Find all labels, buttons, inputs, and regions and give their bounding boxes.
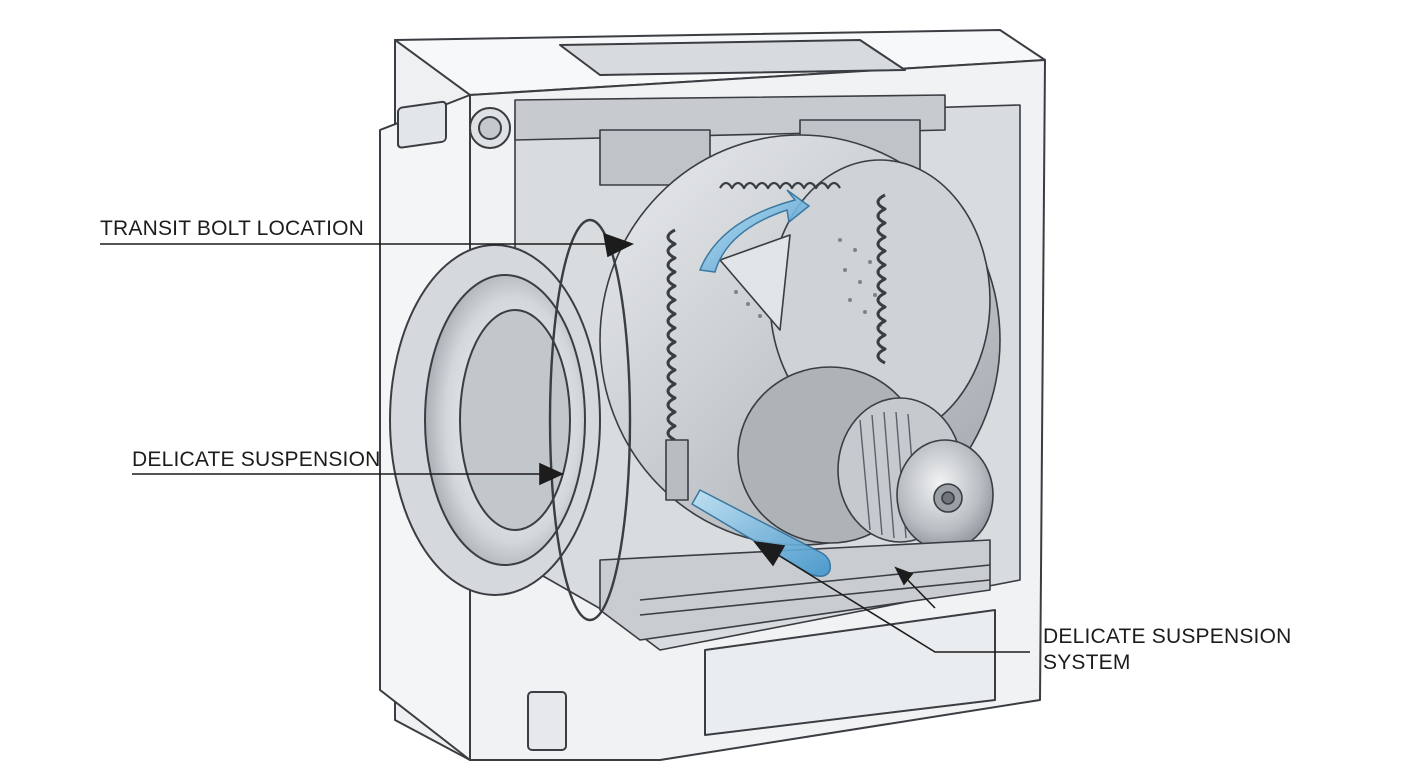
- kick-panel: [704, 609, 996, 736]
- label-transit-bolt-location: TRANSIT BOLT LOCATION: [100, 217, 365, 240]
- door: [389, 218, 632, 622]
- base-frame: [599, 539, 991, 641]
- blue-bracket-arrow: [690, 489, 832, 577]
- arrowhead-transit-bolt: [602, 232, 635, 258]
- arrowhead-suspension-system: [753, 540, 786, 567]
- control-knob-center: [478, 116, 502, 140]
- blue-rotation-arrow: [698, 189, 811, 273]
- suspension-spring-left: [666, 228, 677, 442]
- label-delicate-suspension: DELICATE SUSPENSION: [132, 448, 381, 471]
- damper-left: [665, 439, 689, 501]
- label-delicate-suspension-system: DELICATE SUSPENSION SYSTEM: [1043, 624, 1291, 676]
- interior: [514, 94, 1021, 651]
- leader-lines: [100, 232, 1030, 653]
- drum-paddle: [719, 234, 791, 331]
- door-gasket: [548, 218, 632, 622]
- detergent-drawer: [397, 100, 447, 149]
- flow-arrows: [690, 189, 832, 577]
- arrowhead-delicate-suspension: [539, 462, 564, 486]
- top-opening: [559, 39, 906, 76]
- service-hatch: [527, 691, 567, 751]
- leader-suspension-system: [769, 549, 1030, 653]
- suspension-spring-right: [876, 193, 887, 365]
- top-spring: [719, 181, 841, 190]
- motor: [737, 366, 994, 551]
- label-delicate-suspension-system-line1: DELICATE SUSPENSION: [1043, 625, 1292, 648]
- label-delicate-suspension-system-line2: SYSTEM: [1043, 651, 1131, 674]
